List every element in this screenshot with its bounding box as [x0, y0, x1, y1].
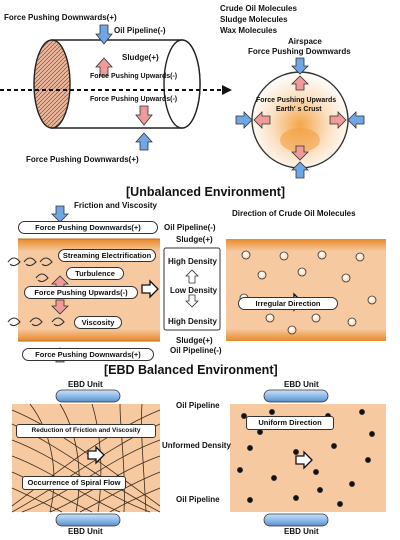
pill-force-down-top: Force Pushing Downwards(+) [18, 221, 158, 234]
molecule-3: Wax Molecules [220, 26, 278, 35]
force-arrow-red-down-2 [51, 299, 69, 315]
label-oil-pipeline-top: Oil Pipeline [176, 401, 220, 410]
label-direction-title: Direction of Crude Oil Molecules [232, 209, 356, 218]
friction-arrow-down-left [51, 205, 69, 223]
label-oil-pipeline-bottom: Oil Pipeline [176, 495, 220, 504]
box-reduction: Reduction of Friction and Viscosity [16, 424, 156, 438]
ebd-unit-bottom-right-shape [263, 513, 329, 527]
label-unbal-oil-pipeline-bottom: Oil Pipeline(-) [170, 346, 222, 355]
label-oil-pipeline: Oil Pipeline(-) [114, 26, 166, 35]
uniform-molecules [237, 409, 375, 507]
box-uniform-direction: Uniform Direction [246, 416, 334, 430]
label-friction-viscosity: Friction and Viscosity [74, 201, 157, 210]
label-earth-crust: Earth' s Crust [276, 106, 322, 113]
ebd-unit-top-left-shape [55, 389, 121, 403]
label-sludge: Sludge(+) [122, 53, 159, 62]
label-ebd-unit-top-right: EBD Unit [284, 380, 319, 389]
flow-arrow-balanced-left [87, 445, 105, 465]
swirl-icons [7, 257, 65, 327]
pipe-cylinder [0, 39, 232, 129]
pill-force-down-bottom: Force Pushing Downwards(+) [22, 348, 154, 361]
label-unbal-oil-pipeline-top: Oil Pipeline(-) [164, 223, 216, 232]
force-arrow-red-down-1 [135, 105, 153, 126]
label-unbal-sludge-top: Sludge(+) [176, 235, 213, 244]
heading-unbalanced: [Unbalanced Environment] [126, 185, 286, 199]
label-ebd-unit-bottom-left: EBD Unit [68, 527, 103, 536]
molecule-2: Sludge Molecules [220, 15, 288, 24]
label-force-up-1: Force Pushing Upwards(-) [90, 73, 178, 80]
irregular-molecules [239, 250, 377, 335]
ebd-unit-bottom-left-shape [55, 513, 121, 527]
label-unbal-sludge-bottom: Sludge(+) [176, 336, 213, 345]
molecule-1: Crude Oil Molecules [220, 4, 297, 13]
label-airspace: Airspace [288, 37, 322, 46]
heading-balanced: [EBD Balanced Environment] [104, 363, 278, 377]
box-spiral-flow: Occurrence of Spiral Flow [22, 476, 126, 490]
force-arrow-blue-down-1 [95, 24, 113, 45]
flow-arrow-balanced-right [295, 450, 313, 470]
label-earth-force-up: Force Pushing Upwards [256, 97, 337, 104]
label-force-up-2: Force Pushing Upwards(-) [90, 96, 178, 103]
label-high-density-top: High Density [168, 257, 217, 266]
label-force-down-top: Force Pushing Downwards(+) [4, 13, 117, 22]
pill-irregular: Irregular Direction [238, 297, 338, 310]
pill-streaming: Streaming Electrification [58, 249, 156, 262]
label-force-down-bottom: Force Pushing Downwards(+) [26, 155, 139, 164]
flow-arrow-left [141, 279, 159, 299]
pill-viscosity: Viscosity [74, 316, 122, 329]
earth-arrows [235, 57, 365, 179]
label-low-density: Low Density [170, 286, 218, 295]
pill-force-up: Force Pushing Upwards(-) [24, 286, 138, 299]
force-arrow-red-up-1 [95, 57, 113, 77]
balanced-left-pipe [11, 403, 161, 513]
label-ebd-unit-top-left: EBD Unit [68, 380, 103, 389]
label-ebd-unit-bottom-right: EBD Unit [284, 527, 319, 536]
force-arrow-blue-up-1 [135, 132, 153, 151]
density-box [163, 247, 221, 331]
label-earth-force-down: Force Pushing Downwards [248, 47, 351, 56]
label-high-density-bottom: High Density [168, 317, 217, 326]
ebd-unit-top-right-shape [263, 389, 329, 403]
label-unformed-density: Unformed Density [162, 441, 231, 450]
pill-turbulence: Turbulence [66, 267, 124, 280]
